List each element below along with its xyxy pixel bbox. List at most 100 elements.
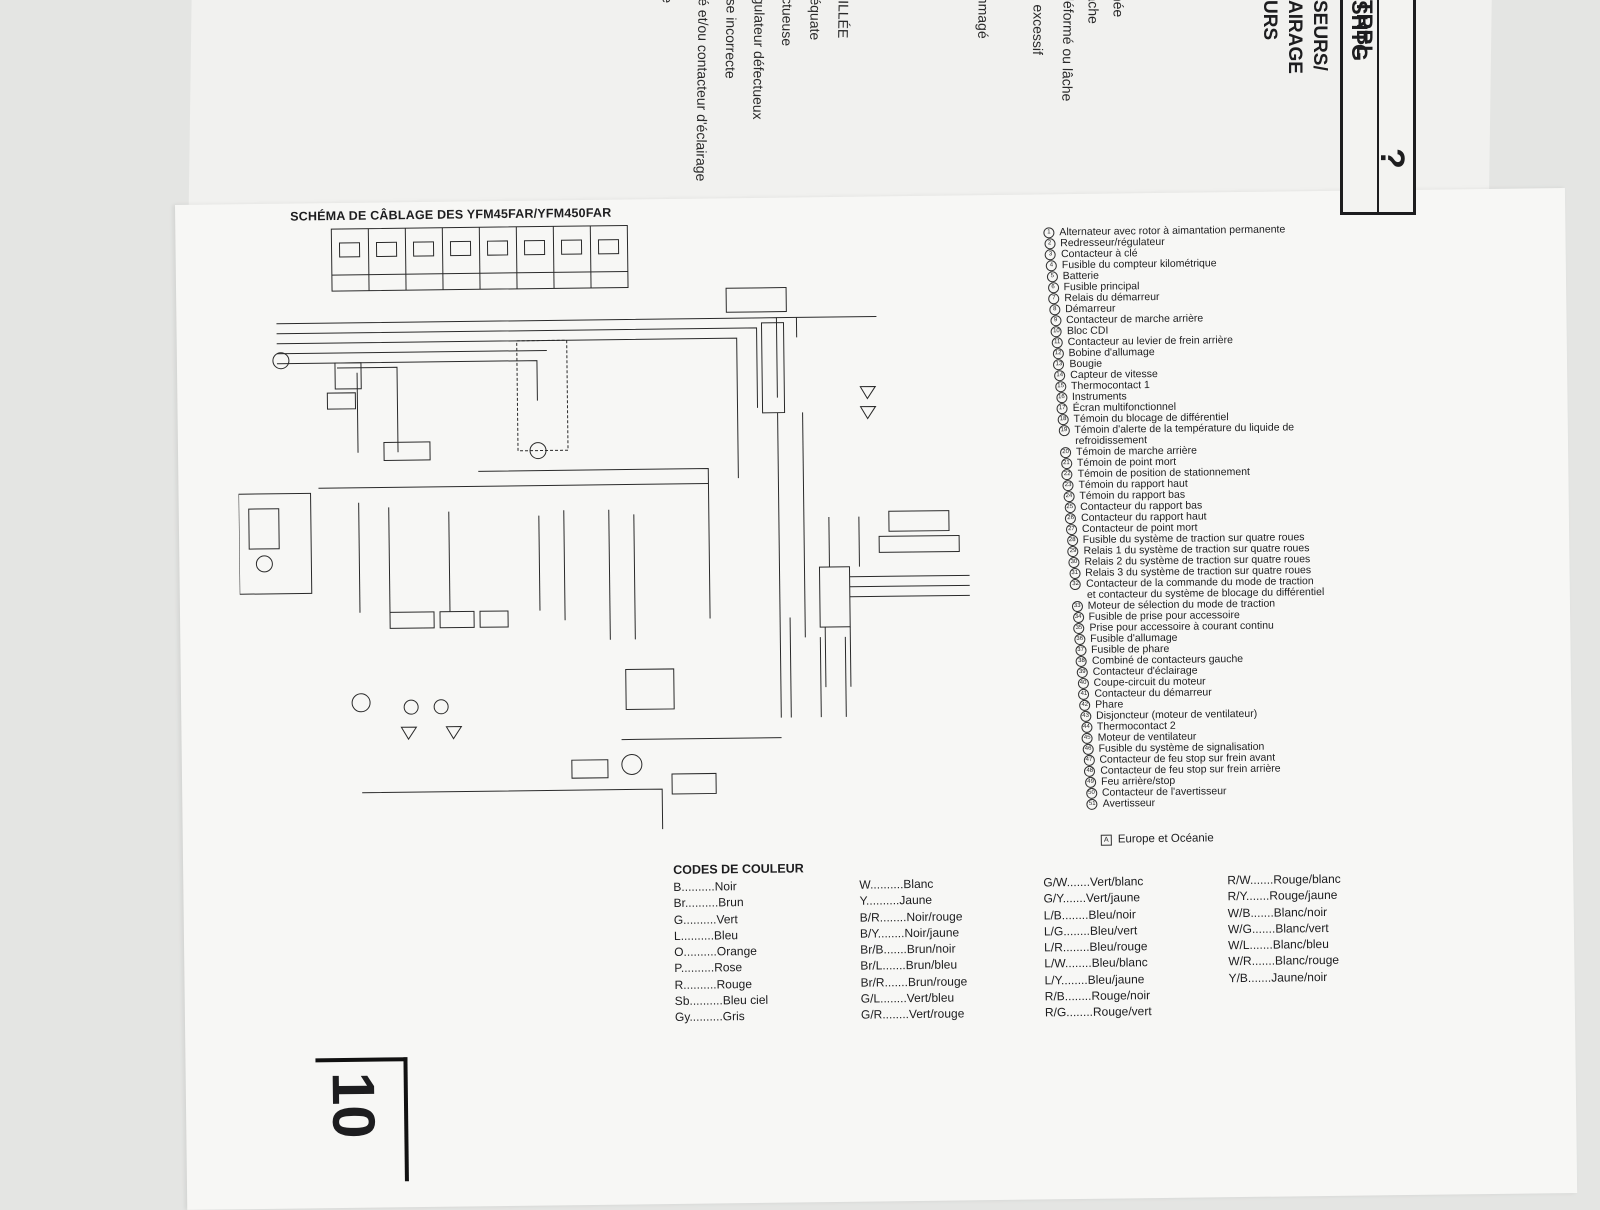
header-line-2: AIRAGE <box>1284 0 1305 74</box>
legend-number: 4 <box>1045 260 1057 272</box>
color-code-name: Brun/noir <box>906 941 956 957</box>
color-code-name: Rouge <box>716 976 753 992</box>
color-code-name: Blanc <box>903 876 934 892</box>
color-code-row: G/L........Vert/bleu <box>861 989 968 1007</box>
legend-number: 5 <box>1046 271 1058 283</box>
color-code-name: Jaune/noir <box>1271 969 1328 985</box>
color-code-name: Brun/bleu <box>905 957 958 973</box>
color-codes-title: CODES DE COULEUR <box>673 861 804 877</box>
color-code-abbr: G/L........ <box>860 991 907 1006</box>
color-code-row: P..........Rose <box>674 959 768 976</box>
color-code-abbr: R/W....... <box>1227 872 1274 888</box>
color-code-abbr: G.......... <box>673 912 717 927</box>
legend-number: 43 <box>1080 710 1092 722</box>
legend-number: 38 <box>1075 655 1088 668</box>
color-code-row: R..........Rouge <box>674 976 768 993</box>
wiring-diagram <box>238 224 970 830</box>
color-code-name: Bleu <box>713 928 739 943</box>
color-code-name: Noir/rouge <box>906 909 963 924</box>
color-code-abbr: R/B........ <box>1044 988 1092 1004</box>
legend-number: 9 <box>1050 315 1062 327</box>
color-code-abbr: Y/B....... <box>1228 970 1272 985</box>
color-code-row: Y..........Jaune <box>859 892 966 910</box>
color-code-row: L/G........Bleu/vert <box>1044 922 1151 940</box>
color-code-abbr: O.......... <box>674 944 717 960</box>
legend-number: 35 <box>1073 622 1085 635</box>
color-code-row: W..........Blanc <box>859 875 966 893</box>
color-code-name: Vert/rouge <box>908 1006 965 1022</box>
color-code-name: Rouge/noir <box>1091 988 1151 1003</box>
color-code-abbr: W/R....... <box>1228 954 1276 969</box>
page-number: 10 <box>319 1071 388 1140</box>
legend-number: 48 <box>1084 765 1096 777</box>
legend-number: 28 <box>1066 534 1078 547</box>
color-code-name: Blanc/noir <box>1273 904 1328 920</box>
legend-number: 7 <box>1048 293 1060 305</box>
legend-number: 32 <box>1070 578 1082 591</box>
header-line-3: URS <box>1259 0 1280 41</box>
color-code-name: Vert/blanc <box>1089 874 1144 889</box>
color-code-name: Noir/jaune <box>904 925 960 941</box>
legend-number: 24 <box>1063 491 1075 503</box>
legend-number: 49 <box>1085 776 1097 788</box>
color-code-row: R/B........Rouge/noir <box>1045 987 1152 1005</box>
color-code-name: Vert/jaune <box>1085 890 1141 906</box>
legend-number: 14 <box>1054 370 1066 382</box>
color-code-abbr: L/B........ <box>1043 907 1089 923</box>
color-code-abbr: Br/B....... <box>860 942 907 957</box>
color-code-abbr: L/Y........ <box>1044 972 1088 988</box>
flipped-header-overlay: SEURS/ AIRAGE URS TRBL ? SHTG <box>0 0 1600 220</box>
legend-number: 22 <box>1061 469 1073 481</box>
legend-label: Avertisseur <box>1102 797 1156 810</box>
legend-number: 30 <box>1068 556 1080 569</box>
color-code-abbr: R/Y....... <box>1227 888 1270 904</box>
color-code-name: Vert/bleu <box>906 990 955 1006</box>
color-code-name: Bleu/blanc <box>1091 955 1148 971</box>
color-code-abbr: P.......... <box>674 960 715 976</box>
color-code-name: Vert <box>716 911 738 927</box>
legend-number: 50 <box>1085 787 1098 799</box>
color-code-abbr: L/W........ <box>1044 956 1092 971</box>
legend-number: 20 <box>1060 447 1072 459</box>
legend-number: 29 <box>1067 545 1079 558</box>
region-label: Europe et Océanie <box>1117 832 1214 846</box>
color-code-name: Bleu/vert <box>1089 923 1138 938</box>
color-code-row: L/Y........Bleu/jaune <box>1044 971 1151 989</box>
legend-number: 25 <box>1064 502 1076 514</box>
color-code-row: R/G........Rouge/vert <box>1045 1004 1152 1022</box>
legend-number: 18 <box>1057 414 1069 426</box>
color-code-name: Bleu/jaune <box>1087 971 1145 987</box>
color-code-abbr: Br/R....... <box>860 974 908 990</box>
color-code-name: Bleu/noir <box>1088 906 1136 922</box>
color-code-abbr: W/L....... <box>1228 937 1273 953</box>
legend-number: 13 <box>1053 359 1065 371</box>
color-code-name: Jaune <box>899 893 933 908</box>
legend-number: 26 <box>1065 513 1077 525</box>
color-code-row: Y/B.......Jaune/noir <box>1228 969 1342 987</box>
legend-number: 44 <box>1080 721 1093 733</box>
legend-number: 33 <box>1071 600 1083 613</box>
color-code-abbr: W/G....... <box>1227 921 1276 937</box>
color-code-row: L..........Bleu <box>674 927 768 944</box>
legend-number: 39 <box>1076 666 1088 679</box>
legend-number: 42 <box>1079 699 1091 711</box>
color-code-row: Br/B.......Brun/noir <box>860 941 967 959</box>
color-code-row: B..........Noir <box>673 878 767 895</box>
tab-label-shtg: SHTG <box>1347 0 1372 62</box>
legend-number: 1 <box>1043 227 1055 239</box>
color-code-abbr: Gy.......... <box>674 1009 723 1025</box>
color-code-row: L/B........Bleu/noir <box>1044 906 1151 924</box>
color-code-row: G..........Vert <box>674 910 768 927</box>
color-code-row: Br..........Brun <box>673 894 767 911</box>
color-code-abbr: R.......... <box>674 977 717 992</box>
color-code-abbr: Br.......... <box>673 895 719 911</box>
tab-question-icon: ? <box>1373 148 1411 169</box>
color-code-abbr: Sb.......... <box>674 993 723 1009</box>
color-code-row: W/G.......Blanc/vert <box>1228 920 1342 938</box>
color-code-name: Bleu ciel <box>722 992 769 1008</box>
wiring-diagram-page: SEURS/ SCHÉMA DE CÂBLAGE DES YFM45FAR/YF… <box>175 188 1578 1210</box>
color-code-abbr: B.......... <box>673 879 715 894</box>
header-line-1-bold: SEURS/ <box>1309 0 1330 71</box>
color-code-name: Blanc/rouge <box>1274 953 1340 969</box>
